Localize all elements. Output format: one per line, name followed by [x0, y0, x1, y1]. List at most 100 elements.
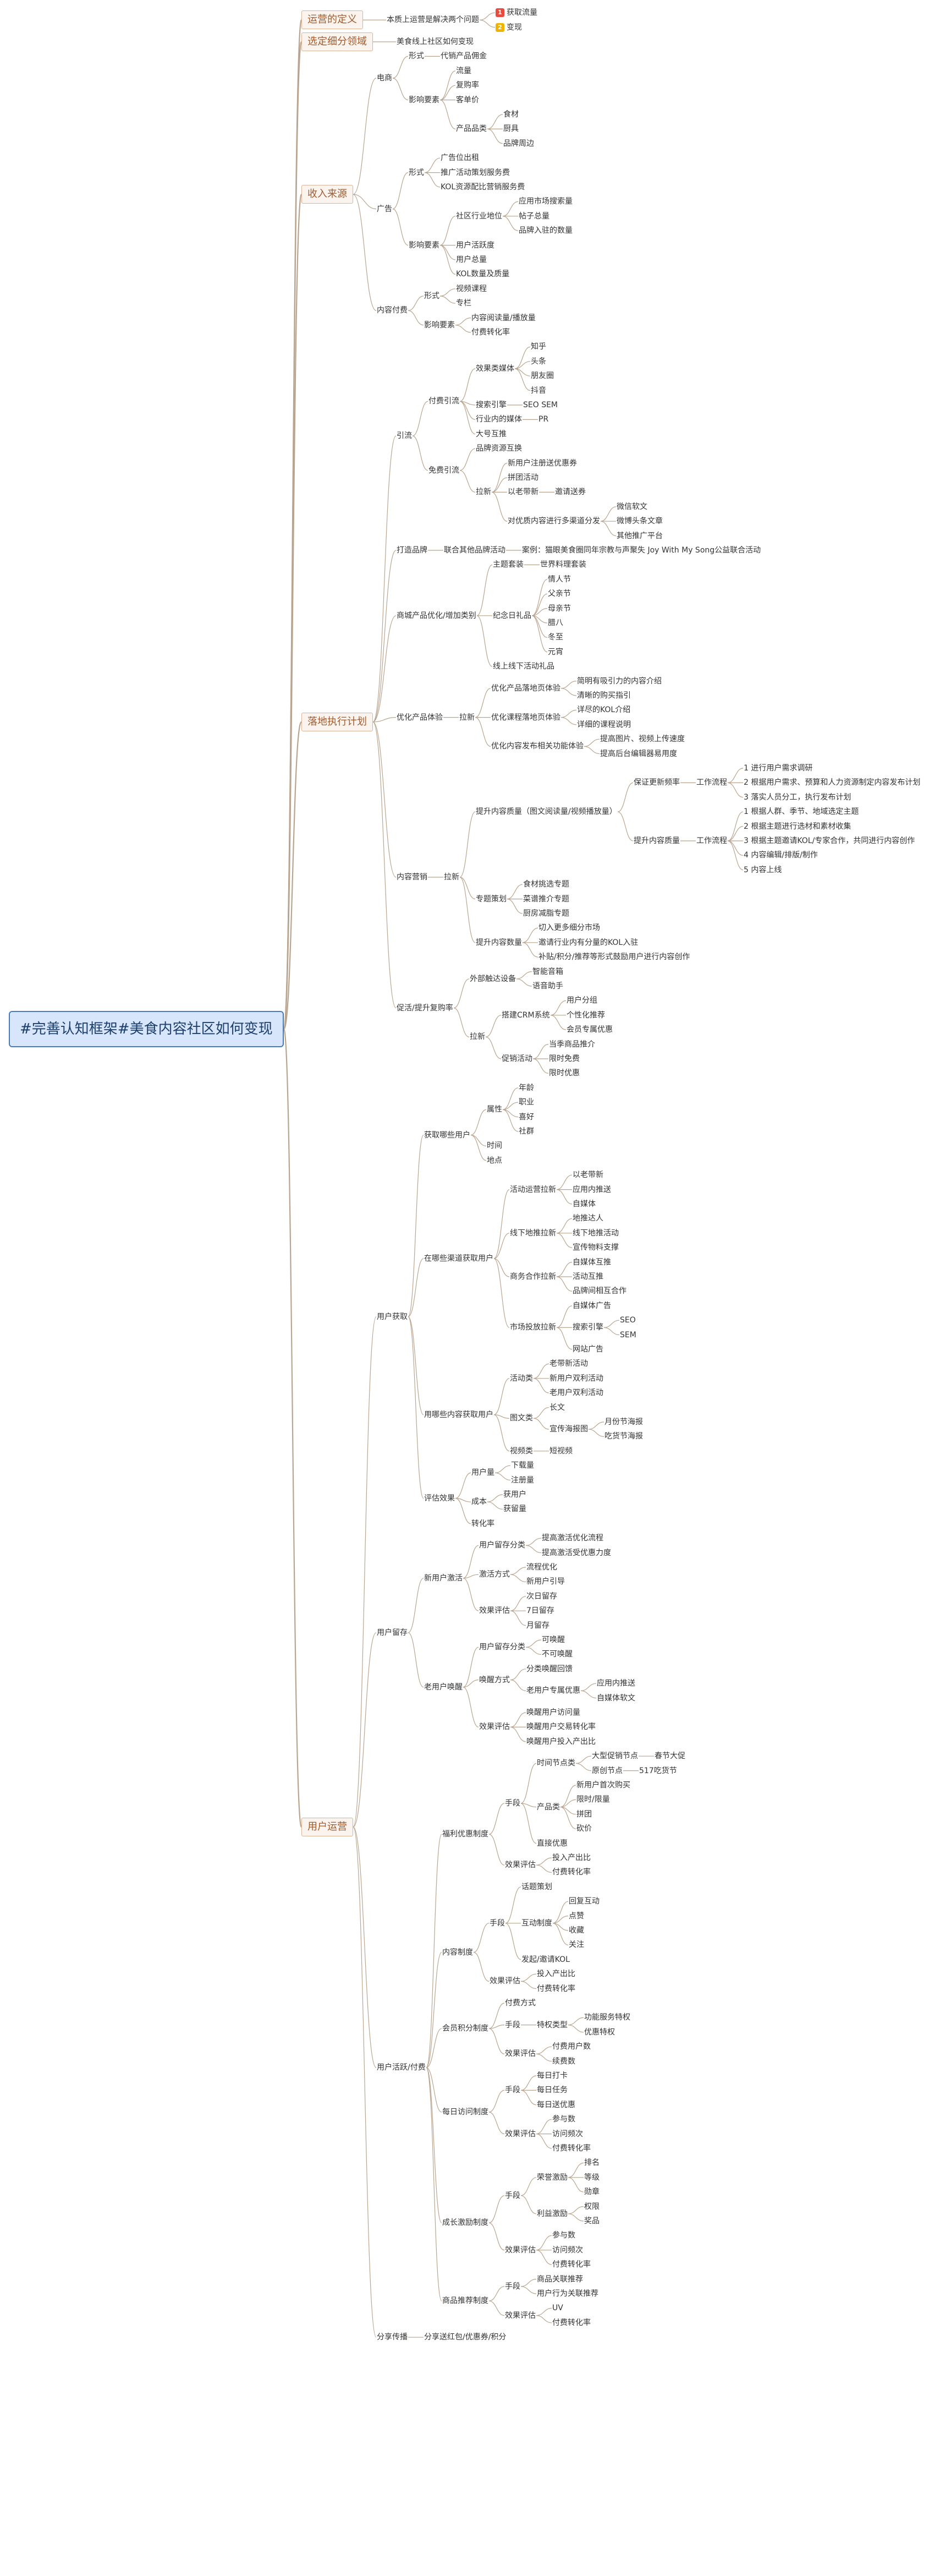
subtopic[interactable]: 商品关联推荐	[536, 2274, 584, 2284]
subtopic[interactable]: 地点	[486, 1156, 503, 1166]
subtopic[interactable]: 活动类	[509, 1374, 534, 1383]
subtopic[interactable]: 效果评估	[504, 2245, 536, 2255]
subtopic[interactable]: 视频类	[509, 1446, 534, 1456]
subtopic[interactable]: 点赞	[568, 1911, 585, 1921]
subtopic[interactable]: 唤醒方式	[479, 1675, 510, 1685]
subtopic[interactable]: 老用户唤醒	[424, 1682, 463, 1692]
subtopic[interactable]: 效果评估	[504, 2311, 536, 2321]
subtopic[interactable]: 提升内容质量（图文阅读量/视频播放量）	[475, 807, 618, 817]
subtopic[interactable]: 回复互动	[568, 1896, 600, 1906]
subtopic[interactable]: 直接优惠	[536, 1839, 568, 1848]
subtopic[interactable]: 互动制度	[521, 1918, 553, 1928]
main-topic[interactable]: 用户运营	[301, 1817, 353, 1836]
subtopic[interactable]: 付费引流	[428, 396, 460, 406]
subtopic[interactable]: 属性	[486, 1104, 503, 1114]
subtopic[interactable]: 品牌周边	[503, 139, 535, 149]
subtopic[interactable]: KOL数量及质量	[455, 269, 510, 279]
subtopic[interactable]: 手段	[504, 2282, 521, 2291]
subtopic[interactable]: 成长激励制度	[442, 2218, 489, 2228]
subtopic[interactable]: 手段	[489, 1918, 505, 1928]
subtopic[interactable]: 发起/邀请KOL	[521, 1955, 570, 1965]
subtopic[interactable]: 时间节点类	[536, 1758, 576, 1768]
subtopic[interactable]: 食材挑选专题	[523, 879, 570, 889]
subtopic[interactable]: 3 根据主题邀请KOL/专家合作，共同进行内容创作	[743, 836, 915, 846]
subtopic[interactable]: 影响要素	[408, 240, 440, 250]
subtopic[interactable]: 商品推荐制度	[442, 2296, 489, 2306]
subtopic[interactable]: 长文	[549, 1403, 565, 1413]
subtopic[interactable]: 3 落实人员分工，执行发布计划	[743, 792, 851, 802]
subtopic[interactable]: 1 进行用户需求调研	[743, 763, 813, 773]
subtopic[interactable]: 老带新活动	[549, 1359, 589, 1369]
subtopic[interactable]: 抖音	[530, 386, 547, 396]
subtopic[interactable]: 厨房减脂专题	[523, 909, 570, 918]
subtopic[interactable]: 会员积分制度	[442, 2023, 489, 2033]
subtopic[interactable]: 头条	[530, 357, 547, 367]
subtopic[interactable]: 朋友圈	[530, 371, 554, 381]
subtopic[interactable]: 时间	[486, 1141, 503, 1151]
subtopic[interactable]: 父亲节	[547, 589, 571, 599]
subtopic[interactable]: 用户活跃/付费	[376, 2063, 426, 2072]
subtopic[interactable]: 月留存	[526, 1621, 550, 1631]
subtopic[interactable]: 冬至	[547, 632, 564, 642]
subtopic[interactable]: 外部触达设备	[469, 974, 516, 984]
subtopic[interactable]: 每日任务	[536, 2085, 568, 2095]
subtopic[interactable]: 吃货节海报	[604, 1431, 644, 1441]
subtopic[interactable]: 月份节海报	[604, 1417, 644, 1427]
subtopic[interactable]: 新用户引导	[526, 1577, 565, 1587]
subtopic[interactable]: 市场投放拉新	[509, 1322, 557, 1332]
subtopic[interactable]: 会员专属优惠	[566, 1025, 613, 1035]
main-topic[interactable]: 运营的定义	[301, 10, 363, 30]
subtopic[interactable]: 1 根据人群、季节、地域选定主题	[743, 807, 859, 817]
subtopic[interactable]: 获留量	[503, 1504, 527, 1514]
subtopic[interactable]: 评估效果	[424, 1494, 455, 1503]
subtopic[interactable]: 产品类	[536, 1802, 560, 1812]
subtopic[interactable]: 荣誉激励	[536, 2173, 568, 2183]
subtopic[interactable]: 线下地推拉新	[509, 1228, 557, 1238]
subtopic[interactable]: 访问频次	[552, 2245, 584, 2255]
subtopic[interactable]: 获用户	[503, 1490, 527, 1500]
subtopic[interactable]: 转化率	[471, 1519, 495, 1529]
subtopic[interactable]: 新用户首次购买	[576, 1780, 631, 1790]
subtopic[interactable]: 本质上运营是解决两个问题	[386, 15, 480, 25]
subtopic[interactable]: 付费转化率	[536, 1984, 576, 1994]
subtopic[interactable]: 用户行为关联推荐	[536, 2289, 599, 2299]
subtopic[interactable]: 宣传海报图	[549, 1424, 589, 1434]
subtopic[interactable]: 社区行业地位	[455, 211, 503, 221]
subtopic[interactable]: 用户留存分类	[479, 1540, 526, 1550]
subtopic[interactable]: 收藏	[568, 1926, 585, 1935]
subtopic[interactable]: 当季商品推介	[548, 1040, 596, 1049]
subtopic[interactable]: 排名	[584, 2158, 600, 2168]
subtopic[interactable]: 每日打卡	[536, 2071, 568, 2081]
subtopic[interactable]: 应用市场搜索量	[518, 196, 573, 206]
subtopic[interactable]: 流量	[455, 66, 472, 76]
subtopic[interactable]: 效果评估	[504, 2049, 536, 2059]
subtopic[interactable]: 优化产品体验	[396, 713, 443, 723]
subtopic[interactable]: 分享传播	[376, 2332, 408, 2342]
subtopic[interactable]: 提高激活优化流程	[541, 1533, 604, 1543]
subtopic[interactable]: 特权类型	[536, 2020, 568, 2030]
subtopic[interactable]: 在哪些渠道获取用户	[424, 1254, 494, 1264]
subtopic[interactable]: 其他推广平台	[616, 531, 663, 541]
subtopic[interactable]: 专栏	[455, 298, 472, 308]
subtopic[interactable]: 用户获取	[376, 1312, 408, 1322]
subtopic[interactable]: 品牌入驻的数量	[518, 226, 573, 236]
subtopic[interactable]: 付费转化率	[552, 1867, 591, 1877]
subtopic[interactable]: 权限	[584, 2202, 600, 2212]
subtopic[interactable]: 微信软文	[616, 502, 648, 512]
subtopic[interactable]: 影响要素	[408, 95, 440, 105]
subtopic[interactable]: 搜索引擎	[572, 1322, 604, 1332]
subtopic[interactable]: 勋章	[584, 2187, 600, 2197]
subtopic[interactable]: 话题策划	[521, 1882, 553, 1892]
subtopic[interactable]: 手段	[504, 2020, 521, 2030]
subtopic[interactable]: 内容制度	[442, 1948, 474, 1957]
subtopic[interactable]: 效果评估	[479, 1722, 510, 1732]
subtopic[interactable]: 个性化推荐	[566, 1010, 606, 1020]
subtopic[interactable]: 智能音箱	[532, 967, 564, 977]
subtopic[interactable]: 搜索引擎	[475, 400, 507, 410]
subtopic[interactable]: 利益激励	[536, 2209, 568, 2219]
subtopic[interactable]: 影响要素	[424, 320, 455, 330]
subtopic[interactable]: 手段	[504, 2191, 521, 2201]
subtopic[interactable]: 邀请行业内有分量的KOL入驻	[538, 938, 639, 948]
